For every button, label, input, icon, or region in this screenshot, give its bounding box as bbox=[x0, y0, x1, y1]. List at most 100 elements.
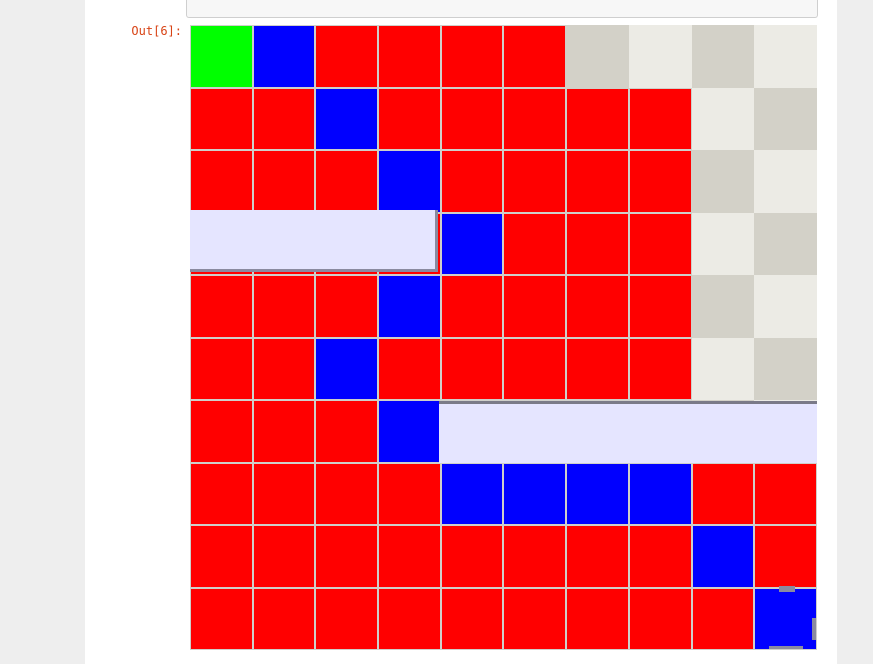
grid-cell-red bbox=[253, 526, 315, 587]
grid-cell-red bbox=[441, 276, 503, 337]
grid-cell-red bbox=[441, 338, 503, 399]
grid-cell-red bbox=[316, 276, 378, 337]
overlay-bar-bottom bbox=[439, 401, 817, 463]
grid-cell-blue bbox=[504, 463, 566, 524]
grid-cell-red bbox=[191, 276, 252, 337]
grid-cell-red bbox=[567, 213, 628, 274]
grid-cell-paper bbox=[691, 337, 755, 400]
grid-cell-red bbox=[379, 588, 440, 649]
grid-cell-paper bbox=[566, 25, 629, 88]
grid-cell-blue bbox=[629, 463, 691, 524]
grid-cell-red bbox=[379, 463, 440, 524]
grid-cell-red bbox=[191, 526, 252, 587]
grid-cell-blue bbox=[755, 588, 816, 649]
grid-cell-red bbox=[504, 151, 566, 212]
grid-cell-red bbox=[379, 88, 440, 149]
grid-cell-red bbox=[191, 401, 252, 462]
grid-cell-blue bbox=[567, 463, 628, 524]
grid-cell-red bbox=[379, 526, 440, 587]
grid-cell-red bbox=[191, 338, 252, 399]
grid-cell-paper bbox=[691, 212, 755, 275]
grid-cell-paper bbox=[754, 87, 817, 150]
overlay-bar-top bbox=[190, 210, 438, 272]
grid-cell-paper bbox=[754, 337, 817, 400]
grid-cell-red bbox=[191, 463, 252, 524]
grid-cell-red bbox=[191, 151, 252, 212]
grid-cell-red bbox=[316, 588, 378, 649]
grid-cell-red bbox=[504, 213, 566, 274]
grid-cell-paper bbox=[691, 87, 755, 150]
grid-cell-red bbox=[629, 276, 691, 337]
grid-cell-red bbox=[316, 463, 378, 524]
grid-cell-red bbox=[441, 88, 503, 149]
handle-mark bbox=[812, 618, 816, 640]
grid-cell-blue bbox=[379, 151, 440, 212]
grid-cell-red bbox=[191, 588, 252, 649]
grid-cell-red bbox=[692, 588, 754, 649]
grid-cell-paper bbox=[754, 25, 817, 88]
grid-cell-red bbox=[755, 463, 816, 524]
grid-cell-red bbox=[379, 26, 440, 87]
grid-cell-red bbox=[504, 526, 566, 587]
grid-cell-blue bbox=[316, 338, 378, 399]
grid-cell-red bbox=[504, 88, 566, 149]
resize-handle[interactable] bbox=[769, 586, 816, 649]
grid-cell-red bbox=[441, 26, 503, 87]
grid-cell-red bbox=[629, 338, 691, 399]
grid-cell-paper bbox=[691, 150, 755, 213]
grid-cell-red bbox=[441, 526, 503, 587]
grid-cell-red bbox=[441, 588, 503, 649]
grid-cell-green bbox=[191, 26, 252, 87]
grid-cell-paper bbox=[628, 25, 692, 88]
grid-cell-red bbox=[441, 151, 503, 212]
grid-cell-blue bbox=[441, 213, 503, 274]
grid-cell-red bbox=[253, 463, 315, 524]
grid-cell-red bbox=[567, 276, 628, 337]
color-grid bbox=[190, 25, 817, 650]
grid-cell-red bbox=[567, 151, 628, 212]
grid-cell-paper bbox=[754, 275, 817, 338]
grid-cell-blue bbox=[692, 526, 754, 587]
grid-cell-red bbox=[504, 588, 566, 649]
output-prompt: Out[6]: bbox=[131, 24, 182, 38]
grid-cell-red bbox=[629, 151, 691, 212]
grid-cell-blue bbox=[379, 276, 440, 337]
grid-cell-red bbox=[253, 338, 315, 399]
grid-cell-red bbox=[755, 526, 816, 587]
grid-cell-red bbox=[253, 588, 315, 649]
grid-cell-red bbox=[567, 526, 628, 587]
grid-cell-red bbox=[316, 401, 378, 462]
grid-cell-red bbox=[253, 276, 315, 337]
grid-cell-red bbox=[253, 88, 315, 149]
grid-cell-red bbox=[316, 26, 378, 87]
grid-cell-paper bbox=[754, 150, 817, 213]
grid-cell-red bbox=[567, 588, 628, 649]
grid-cell-red bbox=[504, 26, 566, 87]
grid-cell-red bbox=[253, 401, 315, 462]
grid-cell-red bbox=[379, 338, 440, 399]
grid-cell-red bbox=[191, 88, 252, 149]
grid-cell-blue bbox=[253, 26, 315, 87]
handle-mark bbox=[769, 646, 803, 649]
grid-cell-blue bbox=[379, 401, 440, 462]
handle-mark bbox=[779, 586, 795, 592]
grid-cell-paper bbox=[754, 212, 817, 275]
code-input-cell[interactable] bbox=[186, 0, 818, 18]
grid-cell-red bbox=[629, 213, 691, 274]
grid-cell-red bbox=[692, 463, 754, 524]
grid-output-image bbox=[190, 25, 817, 650]
grid-cell-paper bbox=[691, 25, 755, 88]
grid-cell-red bbox=[316, 151, 378, 212]
grid-cell-blue bbox=[316, 88, 378, 149]
grid-cell-red bbox=[316, 526, 378, 587]
grid-cell-red bbox=[253, 151, 315, 212]
grid-cell-blue bbox=[441, 463, 503, 524]
grid-cell-red bbox=[629, 588, 691, 649]
grid-cell-red bbox=[629, 526, 691, 587]
grid-cell-paper bbox=[691, 275, 755, 338]
grid-cell-red bbox=[567, 338, 628, 399]
grid-cell-red bbox=[504, 276, 566, 337]
grid-cell-red bbox=[629, 88, 691, 149]
grid-cell-red bbox=[504, 338, 566, 399]
grid-cell-red bbox=[567, 88, 628, 149]
